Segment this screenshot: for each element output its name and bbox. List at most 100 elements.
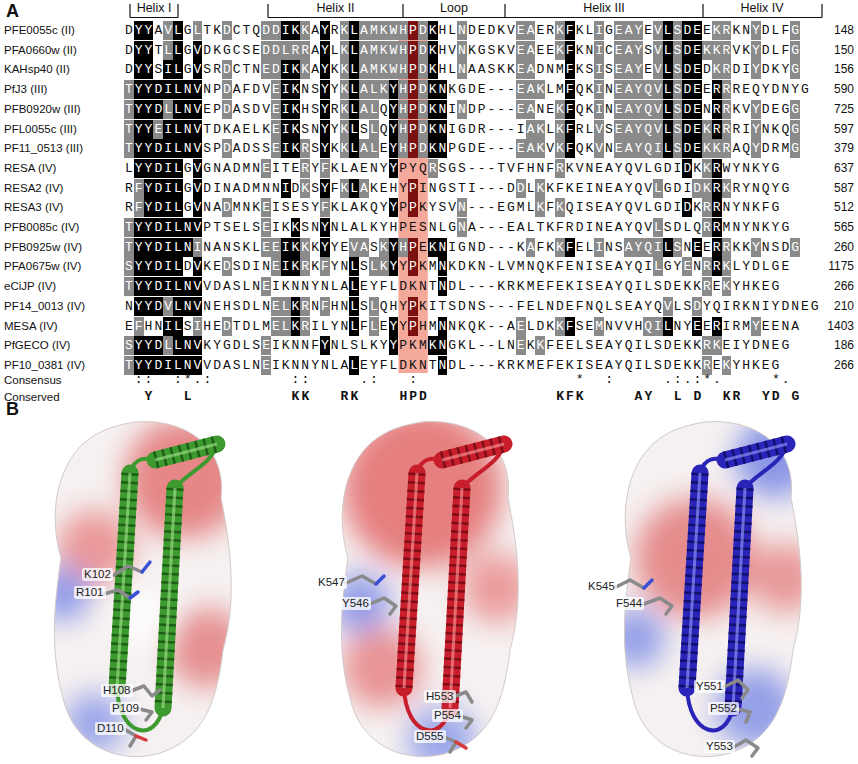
residue-cell: V (193, 120, 203, 139)
residue-cell: F (565, 317, 575, 336)
residue-cell: L (369, 120, 379, 139)
residue-cell: D (673, 218, 683, 237)
residue-cell: E (692, 80, 702, 99)
sequence: DYYSILGVSRDCTNEDIKKAYKKLAMKWHPDKHLNAASKK… (124, 60, 800, 79)
residue-cell: N (457, 198, 467, 217)
residue-cell: V (193, 179, 203, 198)
residue-cell: E (477, 21, 487, 40)
residue-cell: N (682, 238, 692, 257)
residue-number: 260 (822, 238, 854, 257)
residue-cell: I (163, 159, 173, 178)
residue-cell: F (545, 198, 555, 217)
sequence-name: KAHsp40 (II) (4, 60, 70, 79)
residue-cell: E (712, 277, 722, 296)
residue-cell: N (457, 21, 467, 40)
residue-cell: E (271, 80, 281, 99)
residue-cell: D (663, 159, 673, 178)
residue-cell: Y (731, 277, 741, 296)
residue-cell: L (349, 277, 359, 296)
residue-cell: E (614, 41, 624, 60)
residue-cell: A (340, 277, 350, 296)
residue-cell: K (477, 317, 487, 336)
residue-cell: N (604, 317, 614, 336)
residue-cell: N (202, 238, 212, 257)
residue-cell: M (428, 317, 438, 336)
residue-cell: A (526, 238, 536, 257)
residue-cell: L (173, 179, 183, 198)
residue-cell: K (202, 336, 212, 355)
residue-cell: L (359, 336, 369, 355)
residue-cell: Y (320, 80, 330, 99)
residue-cell: H (398, 80, 408, 99)
residue-cell: V (731, 41, 741, 60)
residue-cell: N (438, 238, 448, 257)
residue-cell: V (594, 139, 604, 158)
residue-cell: Y (330, 80, 340, 99)
residue-cell: D (761, 139, 771, 158)
residue-cell: R (300, 257, 310, 276)
residue-cell: E (692, 120, 702, 139)
residue-cell: K (535, 336, 545, 355)
residue-cell: Y (134, 120, 144, 139)
residue-cell: D (153, 218, 163, 237)
residue-cell: F (242, 80, 252, 99)
line-shape (268, 17, 822, 18)
line-shape (130, 592, 138, 598)
residue-cell: D (682, 120, 692, 139)
residue-cell: E (271, 139, 281, 158)
residue-cell: K (457, 336, 467, 355)
residue-cell: F (565, 60, 575, 79)
residue-cell: Q (780, 120, 790, 139)
residue-cell: I (271, 159, 281, 178)
residue-cell: D (535, 317, 545, 336)
residue-cell: N (261, 297, 271, 316)
residue-cell: F (134, 179, 144, 198)
residue-cell: Y (682, 317, 692, 336)
residue-cell: E (565, 257, 575, 276)
residue-cell: H (300, 100, 310, 119)
residue-cell: L (281, 297, 291, 316)
residue-cell: M (516, 198, 526, 217)
residue-number: 565 (822, 218, 854, 237)
residue-cell: Q (643, 120, 653, 139)
residue-cell: N (300, 80, 310, 99)
residue-cell: E (359, 159, 369, 178)
residue-cell: K (330, 60, 340, 79)
residue-cell: E (340, 238, 350, 257)
residue-cell: H (330, 297, 340, 316)
residue-cell: A (614, 218, 624, 237)
residue-cell: D (153, 80, 163, 99)
residue-cell: N (291, 277, 301, 296)
residue-cell: D (761, 21, 771, 40)
residue-cell: M (428, 257, 438, 276)
residue-cell: I (281, 100, 291, 119)
residue-cell: S (418, 218, 428, 237)
residue-cell: - (477, 159, 487, 178)
residue-cell: N (457, 218, 467, 237)
residue-cell: K (242, 238, 252, 257)
residue-cell: Y (731, 159, 741, 178)
residue-cell: Q (575, 80, 585, 99)
residue-cell: F (780, 21, 790, 40)
residue-cell: F (555, 218, 565, 237)
residue-cell: N (310, 218, 320, 237)
residue-cell: N (575, 257, 585, 276)
residue-cell: R (702, 257, 712, 276)
residue-cell: E (643, 21, 653, 40)
residue-cell: R (771, 139, 781, 158)
residue-cell: S (124, 257, 134, 276)
residue-cell: Q (418, 159, 428, 178)
residue-cell: S (447, 179, 457, 198)
residue-cell: K (428, 60, 438, 79)
residue-cell: I (594, 100, 604, 119)
residue-cell: A (526, 60, 536, 79)
residue-cell: M (369, 60, 379, 79)
residue-cell: T (124, 238, 134, 257)
residue-cell: Y (633, 139, 643, 158)
residue-cell: Q (624, 198, 634, 217)
residue-cell: T (212, 218, 222, 237)
residue-cell: L (438, 218, 448, 237)
residue-cell: R (545, 21, 555, 40)
residue-cell: Y (389, 238, 399, 257)
residue-cell: S (232, 297, 242, 316)
